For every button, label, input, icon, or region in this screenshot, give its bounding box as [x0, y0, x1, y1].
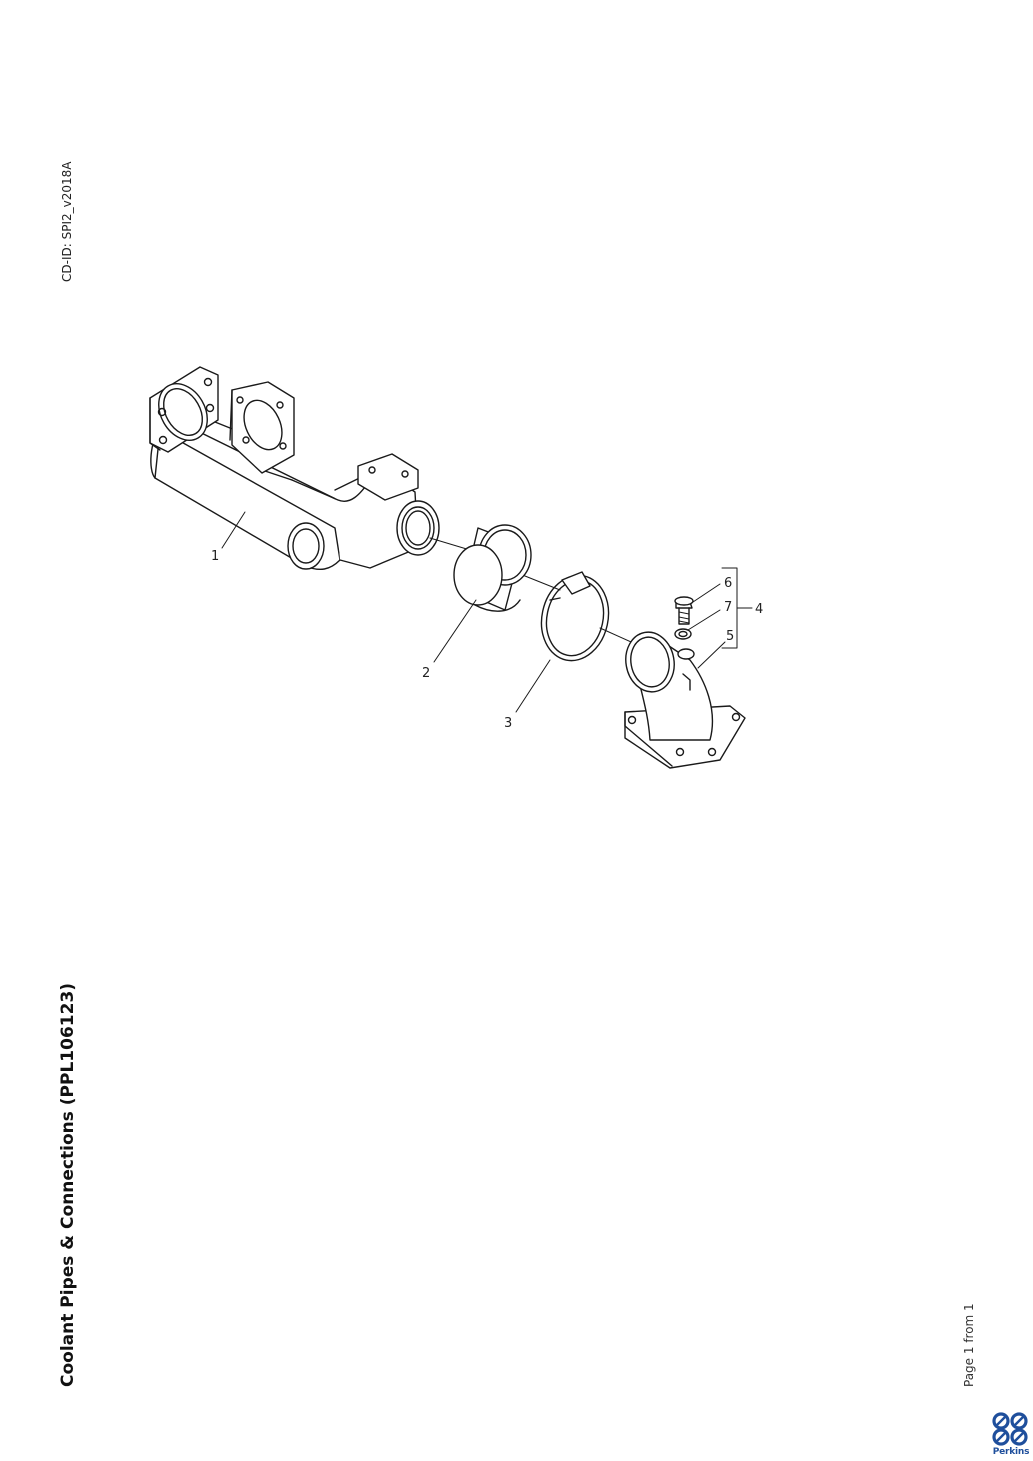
part-5-elbow-outlet	[624, 631, 746, 769]
part-2-hose	[453, 524, 532, 612]
part-6-bolt	[674, 596, 694, 625]
callout-5: 5	[726, 629, 734, 644]
callout-4: 4	[755, 602, 763, 617]
callout-6: 6	[724, 576, 732, 591]
part-7-washer	[674, 628, 692, 640]
callout-7: 7	[724, 600, 732, 615]
part-1-coolant-pipe	[149, 366, 440, 571]
brand-logo-icon	[992, 1412, 1028, 1446]
callout-2: 2	[422, 666, 430, 681]
callout-leaders	[221, 511, 753, 713]
callout-3: 3	[504, 716, 512, 731]
part-3-hose-clamp	[540, 571, 610, 662]
brand-name: Perkins	[992, 1447, 1030, 1457]
part-7-washer-hole	[678, 630, 688, 638]
callout-1: 1	[211, 549, 219, 564]
